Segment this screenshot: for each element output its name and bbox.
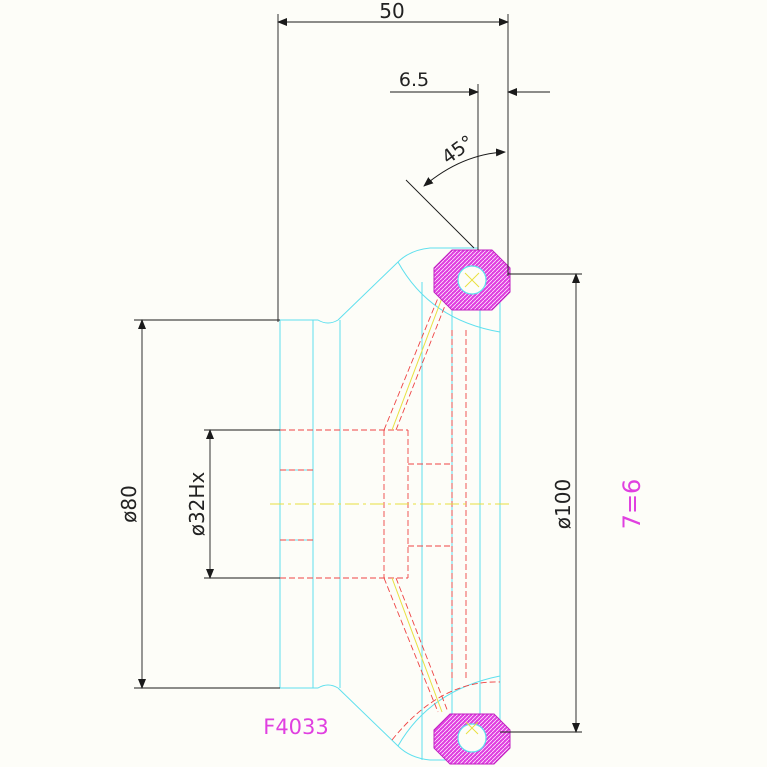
dim-chamfer-offset: 6.5 xyxy=(399,69,429,91)
dim-outer-diameter: ø100 xyxy=(551,479,575,529)
seal-bottom xyxy=(433,713,511,765)
dim-angle: 45° xyxy=(438,131,478,169)
bearing-lines xyxy=(391,297,443,713)
dim-inner-diameter: ø80 xyxy=(117,485,141,523)
hidden-lines xyxy=(280,297,501,741)
dim-bore: ø32Hx xyxy=(185,472,209,537)
dim-width-total: 50 xyxy=(379,0,404,23)
note-label: 7=6 xyxy=(618,479,646,530)
part-number-label: F4033 xyxy=(263,715,329,739)
dimension-lines xyxy=(134,14,582,733)
seal-top xyxy=(433,249,511,311)
